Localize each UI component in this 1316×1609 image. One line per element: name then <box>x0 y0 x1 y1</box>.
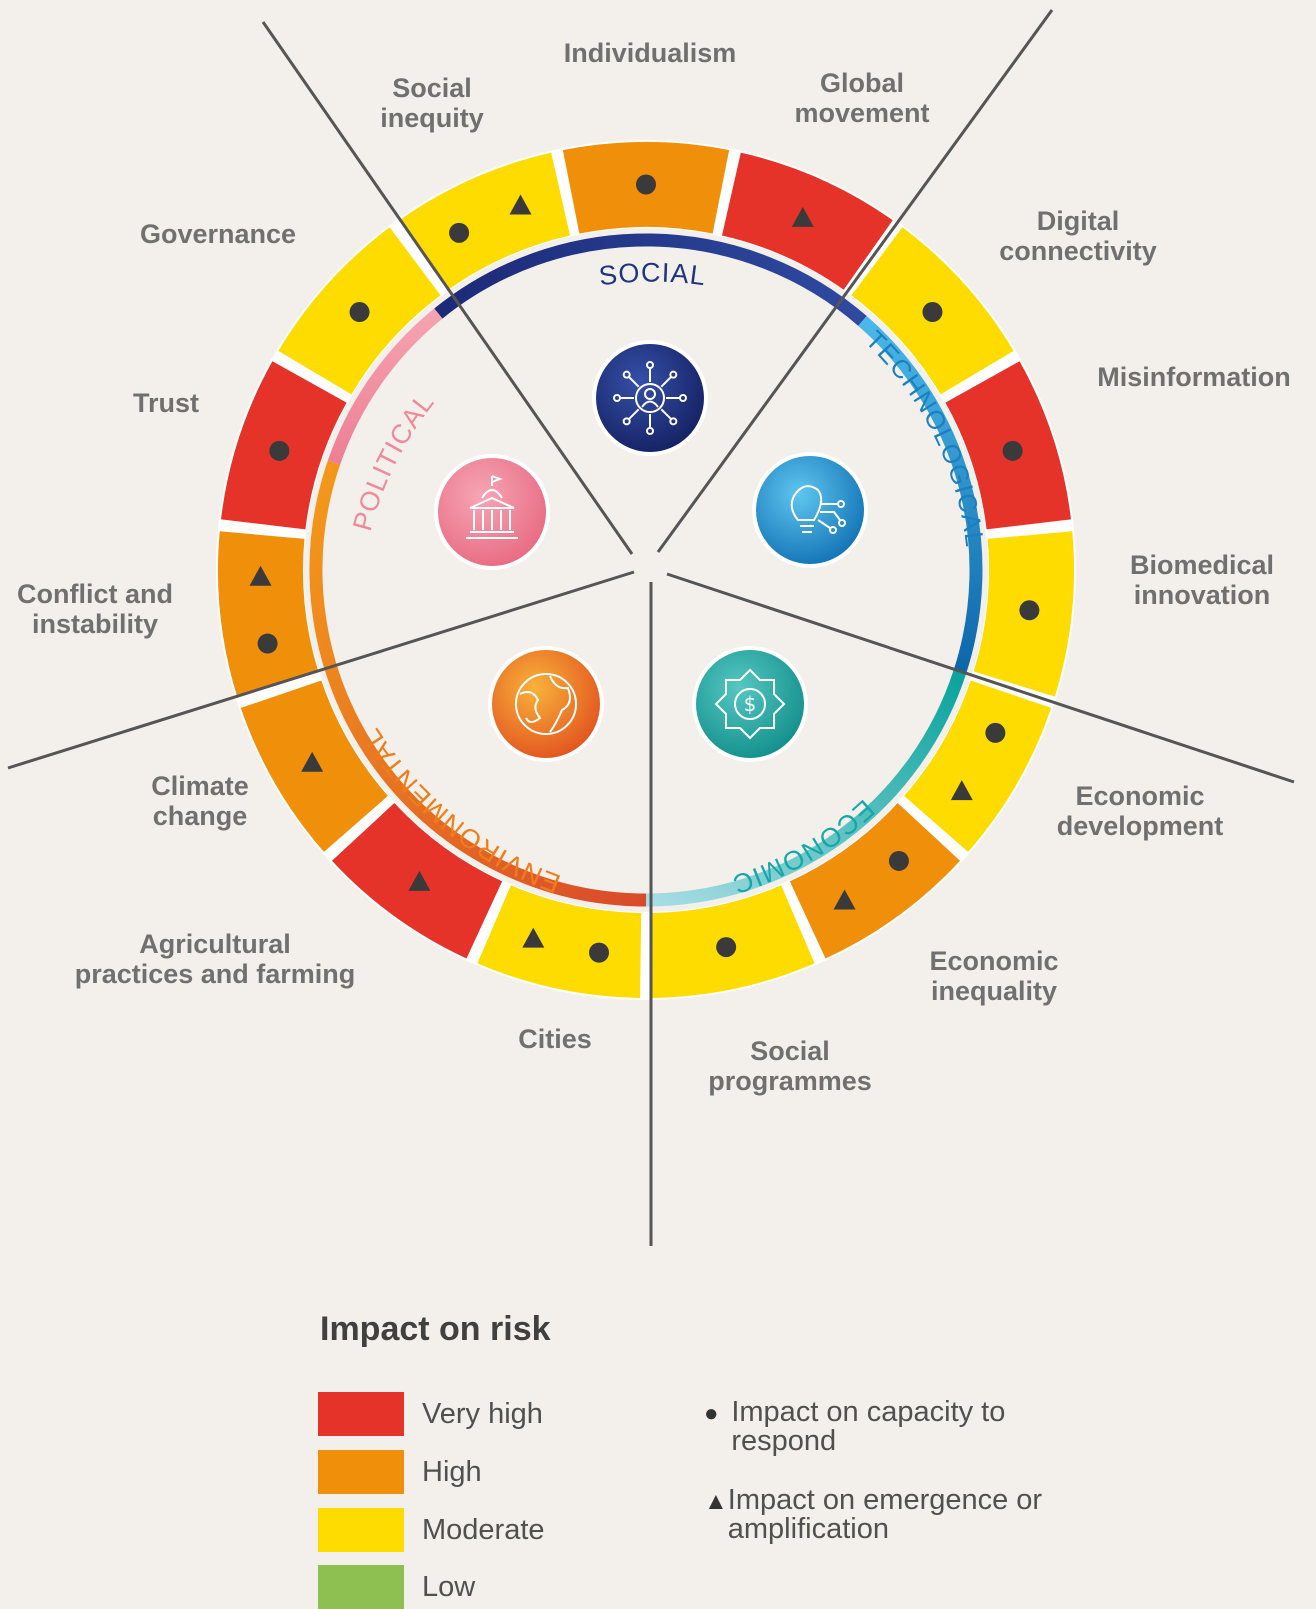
arc-economic <box>645 669 967 907</box>
driver-label-individualism: Individualism <box>564 38 737 68</box>
legend-marker-capacity: ● Impact on capacity to respond <box>704 1398 1084 1456</box>
globe-leaf-icon <box>488 646 604 762</box>
legend-marker-capacity-label: Impact on capacity to respond <box>731 1396 1006 1457</box>
segment-conflict-and-instability <box>217 531 319 697</box>
svg-text:$: $ <box>744 692 757 716</box>
capacity-marker-economic-inequality <box>888 850 909 871</box>
emergence-marker-conflict-and-instability <box>249 565 272 586</box>
segment-economic-inequality <box>789 803 961 959</box>
segment-economic-development <box>904 680 1052 852</box>
inner-disc <box>304 228 988 912</box>
legend-swatch-moderate <box>318 1508 404 1552</box>
legend-label-high: High <box>422 1455 482 1488</box>
category-label-social: SOCIAL <box>597 258 708 292</box>
legend-swatch-low <box>318 1565 404 1609</box>
legend-item-moderate: Moderate <box>318 1508 545 1552</box>
driver-label-trust: Trust <box>133 388 199 418</box>
legend-title: Impact on risk <box>320 1310 551 1348</box>
legend-swatch-very-high <box>318 1392 404 1436</box>
arc-technological <box>858 316 983 674</box>
legend-label-moderate: Moderate <box>422 1513 545 1546</box>
capacity-marker-digital-connectivity <box>922 302 943 323</box>
legend-label-very-high: Very high <box>422 1397 543 1430</box>
sector-dividers <box>7 9 1295 1246</box>
triangle-marker-icon: ▲ <box>704 1488 728 1515</box>
arc-social <box>434 233 867 326</box>
capacity-marker-conflict-and-instability <box>257 633 278 654</box>
capacity-marker-social-inequity <box>449 222 470 243</box>
network-person-icon <box>592 340 708 456</box>
sector-divider-5 <box>7 570 635 770</box>
arc-political <box>327 308 443 465</box>
legend-swatch-high <box>318 1450 404 1494</box>
capacity-marker-biomedical-innovation <box>1019 600 1040 621</box>
category-arcs <box>304 228 988 912</box>
capacity-marker-misinformation <box>1002 440 1023 461</box>
capacity-marker-cities <box>589 942 610 963</box>
emergence-marker-agricultural-practices-and-farming <box>408 870 431 891</box>
legend-item-very-high: Very high <box>318 1392 543 1436</box>
legend-item-low: Low <box>318 1565 475 1609</box>
emergence-marker-climate-change <box>301 751 324 772</box>
capacity-marker-social-programmes <box>716 937 737 958</box>
emergence-marker-global-movement <box>791 206 814 227</box>
sector-divider-3 <box>666 572 1295 784</box>
emergence-marker-cities <box>522 927 545 948</box>
circle-marker-icon: ● <box>704 1400 719 1427</box>
category-icons: $ <box>434 340 868 762</box>
arc-environmental <box>309 460 647 907</box>
gear-dollar-icon: $ <box>692 646 808 762</box>
risk-driver-wheel: $ SOCIALTECHNOLOGICALECONOMICENVIRONMENT… <box>7 9 1295 1246</box>
driver-label-governance: Governance <box>140 219 296 249</box>
emergence-marker-economic-development <box>950 780 973 801</box>
legend-label-low: Low <box>422 1570 476 1603</box>
capacity-marker-governance <box>349 302 370 323</box>
emergence-marker-social-inequity <box>509 194 532 215</box>
capacity-marker-trust <box>269 440 290 461</box>
driver-label-misinformation: Misinformation <box>1097 362 1291 392</box>
lightbulb-circuit-icon <box>752 452 868 568</box>
legend-marker-emergence-label: Impact on emergence or amplification <box>727 1484 1043 1545</box>
sector-divider-2 <box>656 9 1054 553</box>
segment-cities <box>477 885 642 998</box>
capacity-marker-economic-development <box>985 722 1006 743</box>
segment-social-inequity <box>399 152 571 290</box>
impact-markers <box>249 174 1040 963</box>
emergence-marker-economic-inequality <box>833 889 856 910</box>
capacity-marker-individualism <box>636 174 656 195</box>
legend-marker-emergence: ▲ Impact on emergence or amplification <box>704 1486 1084 1544</box>
capitol-building-icon <box>434 454 550 570</box>
driver-label-cities: Cities <box>518 1024 592 1054</box>
legend-item-high: High <box>318 1450 482 1494</box>
sector-divider-1 <box>261 21 634 555</box>
